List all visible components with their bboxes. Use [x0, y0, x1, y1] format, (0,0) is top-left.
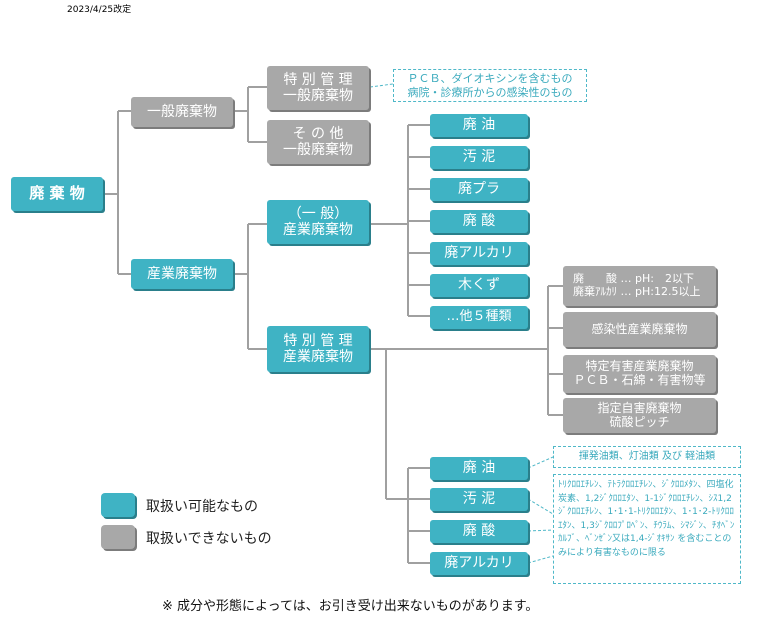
item-waste-plastic-label: 廃プラ: [458, 181, 500, 198]
special-item-waste-oil: 廃 油: [430, 457, 528, 480]
infectious-industrial-label: 感染性産業廃棄物: [591, 321, 688, 336]
item-waste-acid: 廃 酸: [430, 210, 528, 233]
sludge-note: ﾄﾘｸﾛﾛｴﾁﾚﾝ、ﾃﾄﾗｸﾛﾛｴﾁﾚﾝ、ｼﾞｸﾛﾛﾒﾀﾝ、四塩化炭素、1,2ｼ…: [553, 474, 741, 584]
infectious-industrial-box: 感染性産業廃棄物: [563, 312, 716, 347]
specified-hazardous-line1: 特定有害産業廃棄物: [585, 359, 694, 374]
footer-note: ※ 成分や形態によっては、お引き受け出来ないものがあります。: [162, 599, 539, 614]
item-waste-oil-label: 廃 油: [462, 117, 496, 134]
sludge-note-text: ﾄﾘｸﾛﾛｴﾁﾚﾝ、ﾃﾄﾗｸﾛﾛｴﾁﾚﾝ、ｼﾞｸﾛﾛﾒﾀﾝ、四塩化炭素、1,2ｼ…: [558, 480, 735, 558]
root-waste-box: 廃 棄 物: [11, 177, 103, 211]
special-industrial-waste-box: 特 別 管 理 産業廃棄物: [267, 326, 369, 372]
other-general-line2: 一般廃棄物: [283, 142, 353, 158]
general-industrial-line2: 産業廃棄物: [283, 222, 353, 238]
item-waste-plastic: 廃プラ: [430, 178, 528, 201]
legend-available-label: 取扱い可能なもの: [146, 499, 258, 515]
general-waste-label: 一般廃棄物: [147, 103, 217, 120]
special-alkali-line: 廃棄ｱﾙｶﾘ … pH:12.5以上: [573, 285, 701, 298]
special-acid-line: 廃 酸 … pH: 2以下: [573, 272, 694, 286]
sulfuric-pitch-box: 指定自害廃棄物 硫酸ピッチ: [563, 398, 716, 433]
item-waste-alkali-label: 廃アルカリ: [444, 245, 514, 262]
item-others: …他５種類: [430, 306, 528, 329]
special-general-note-line1: ＰＣＢ、ダイオキシンを含むもの: [407, 72, 573, 85]
oil-note-text: 揮発油類、灯油類 及び 軽油類: [578, 451, 716, 462]
item-others-label: …他５種類: [446, 309, 512, 325]
special-item-waste-acid-label: 廃 酸: [462, 523, 496, 540]
item-waste-acid-label: 廃 酸: [462, 213, 496, 230]
specified-hazardous-box: 特定有害産業廃棄物 ＰＣＢ・石綿・有害物等: [563, 355, 716, 393]
special-industrial-line1: 特 別 管 理: [283, 332, 353, 349]
item-wood-waste: 木くず: [430, 274, 528, 297]
item-sludge: 汚 泥: [430, 146, 528, 169]
item-waste-alkali: 廃アルカリ: [430, 242, 528, 265]
root-label: 廃 棄 物: [29, 184, 85, 203]
item-wood-waste-label: 木くず: [458, 277, 500, 294]
oil-note: 揮発油類、灯油類 及び 軽油類: [553, 446, 741, 468]
special-general-waste-box: 特 別 管 理 一般廃棄物: [267, 66, 369, 110]
special-industrial-line2: 産業廃棄物: [283, 349, 353, 365]
item-sludge-label: 汚 泥: [462, 149, 496, 166]
special-item-waste-alkali-label: 廃アルカリ: [444, 555, 514, 572]
special-acid-alkali-box: 廃 酸 … pH: 2以下 廃棄ｱﾙｶﾘ … pH:12.5以上: [563, 266, 716, 306]
item-waste-oil: 廃 油: [430, 114, 528, 137]
revision-date: 2023/4/25改定: [67, 5, 132, 15]
general-waste-box: 一般廃棄物: [131, 97, 233, 127]
special-item-waste-oil-label: 廃 油: [462, 460, 496, 477]
other-general-waste-box: そ の 他 一般廃棄物: [267, 120, 369, 164]
industrial-waste-box: 産業廃棄物: [131, 259, 233, 289]
special-item-waste-acid: 廃 酸: [430, 520, 528, 543]
special-general-note: ＰＣＢ、ダイオキシンを含むもの 病院・診療所からの感染性のもの: [393, 69, 587, 102]
general-industrial-line1: （一 般）: [287, 205, 349, 222]
special-item-waste-alkali: 廃アルカリ: [430, 552, 528, 575]
special-item-sludge-label: 汚 泥: [462, 491, 496, 508]
special-general-note-line2: 病院・診療所からの感染性のもの: [407, 86, 573, 99]
legend-unavailable-label: 取扱いできないもの: [146, 531, 272, 547]
special-general-line1: 特 別 管 理: [283, 71, 353, 88]
special-item-sludge: 汚 泥: [430, 488, 528, 511]
sulfuric-pitch-line2: 硫酸ピッチ: [609, 414, 670, 429]
legend-unavailable-swatch: [101, 525, 135, 549]
special-general-line2: 一般廃棄物: [283, 88, 353, 104]
sulfuric-pitch-line1: 指定自害廃棄物: [597, 400, 682, 415]
general-industrial-waste-box: （一 般） 産業廃棄物: [267, 200, 369, 244]
industrial-waste-label: 産業廃棄物: [147, 265, 217, 282]
legend-available-swatch: [101, 493, 135, 517]
other-general-line1: そ の 他: [292, 125, 344, 142]
specified-hazardous-line2: ＰＣＢ・石綿・有害物等: [573, 373, 706, 387]
